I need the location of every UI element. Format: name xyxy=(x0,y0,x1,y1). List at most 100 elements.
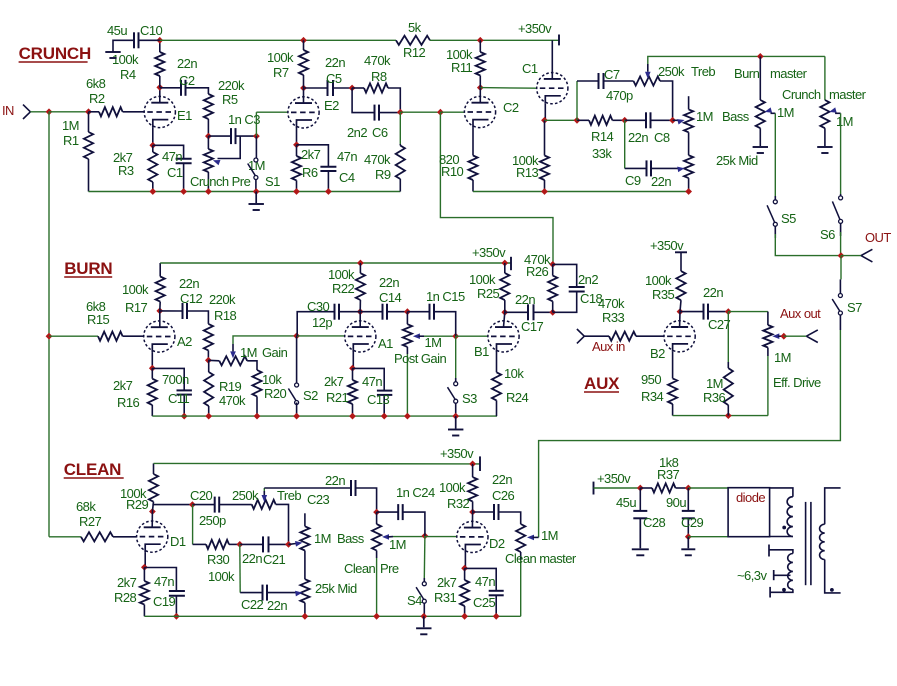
svg-text:1M: 1M xyxy=(706,376,723,391)
svg-text:C19: C19 xyxy=(153,594,176,609)
svg-text:R29: R29 xyxy=(126,497,149,512)
svg-text:22n: 22n xyxy=(515,292,535,307)
svg-text:2n2: 2n2 xyxy=(347,125,367,140)
svg-text:22n: 22n xyxy=(379,275,399,290)
svg-text:470k: 470k xyxy=(524,252,551,267)
svg-text:Bass: Bass xyxy=(722,109,750,124)
svg-text:47n: 47n xyxy=(162,149,182,164)
svg-text:S5: S5 xyxy=(781,211,796,226)
svg-text:100k: 100k xyxy=(645,273,672,288)
svg-text:470k: 470k xyxy=(219,393,246,408)
svg-text:R14: R14 xyxy=(591,129,614,144)
svg-text:1M: 1M xyxy=(62,118,79,133)
svg-text:R28: R28 xyxy=(114,590,137,605)
svg-text:C29: C29 xyxy=(681,515,704,530)
svg-text:Gain: Gain xyxy=(262,345,288,360)
svg-text:47n: 47n xyxy=(337,149,357,164)
svg-text:C10: C10 xyxy=(140,23,163,38)
svg-text:R13: R13 xyxy=(516,165,539,180)
svg-text:S6: S6 xyxy=(820,227,835,242)
svg-text:R16: R16 xyxy=(117,395,140,410)
svg-text:90u: 90u xyxy=(666,495,686,510)
svg-text:R11: R11 xyxy=(451,60,473,75)
svg-text:R6: R6 xyxy=(302,165,318,180)
svg-text:22n: 22n xyxy=(628,130,648,145)
svg-text:1M: 1M xyxy=(389,537,406,552)
svg-text:22n: 22n xyxy=(703,285,723,300)
svg-text:S7: S7 xyxy=(847,300,862,315)
svg-text:1M: 1M xyxy=(240,345,257,360)
svg-text:1M: 1M xyxy=(774,350,791,365)
svg-text:S2: S2 xyxy=(303,388,318,403)
svg-text:Treb: Treb xyxy=(277,488,301,503)
svg-text:220k: 220k xyxy=(209,292,236,307)
svg-text:B2: B2 xyxy=(650,346,665,361)
svg-text:820: 820 xyxy=(439,152,459,167)
svg-text:Crunch: Crunch xyxy=(782,87,821,102)
svg-text:1n C24: 1n C24 xyxy=(396,485,435,500)
svg-text:R26: R26 xyxy=(526,264,549,279)
svg-text:R12: R12 xyxy=(403,45,426,60)
svg-text:D1: D1 xyxy=(170,534,186,549)
svg-text:OUT: OUT xyxy=(865,230,891,245)
svg-text:R3: R3 xyxy=(118,163,134,178)
svg-text:R31: R31 xyxy=(434,590,457,605)
svg-text:470k: 470k xyxy=(364,53,391,68)
svg-text:Post Gain: Post Gain xyxy=(394,351,446,366)
svg-text:R30: R30 xyxy=(207,552,230,567)
svg-text:Aux out: Aux out xyxy=(780,306,821,321)
svg-text:470k: 470k xyxy=(598,296,625,311)
svg-text:C18: C18 xyxy=(580,291,603,306)
svg-text:C1: C1 xyxy=(522,61,538,76)
svg-text:Crunch Pre: Crunch Pre xyxy=(190,174,251,189)
svg-text:R35: R35 xyxy=(652,287,675,302)
svg-text:C5: C5 xyxy=(326,71,342,86)
svg-text:C7: C7 xyxy=(604,67,620,82)
svg-text:R7: R7 xyxy=(273,65,289,80)
svg-text:22n: 22n xyxy=(179,276,199,291)
svg-text:1M: 1M xyxy=(425,335,442,350)
svg-text:47n: 47n xyxy=(154,574,174,589)
svg-text:C11: C11 xyxy=(168,391,190,406)
svg-text:R4: R4 xyxy=(120,67,136,82)
svg-text:1M: 1M xyxy=(836,114,853,129)
svg-text:D2: D2 xyxy=(489,536,505,551)
svg-text:C4: C4 xyxy=(339,170,355,185)
svg-text:master: master xyxy=(829,87,867,102)
svg-text:1M: 1M xyxy=(696,109,713,124)
svg-text:250k: 250k xyxy=(232,488,259,503)
svg-text:6k8: 6k8 xyxy=(86,76,106,91)
svg-text:100k: 100k xyxy=(469,272,496,287)
svg-text:R20: R20 xyxy=(264,386,287,401)
svg-text:1M: 1M xyxy=(314,531,331,546)
svg-text:R9: R9 xyxy=(375,167,391,182)
svg-text:6k8: 6k8 xyxy=(86,299,106,314)
svg-text:45u: 45u xyxy=(107,23,127,38)
svg-text:1k8: 1k8 xyxy=(659,455,679,470)
svg-text:22n: 22n xyxy=(177,56,197,71)
svg-text:diode: diode xyxy=(736,490,765,505)
svg-text:2k7: 2k7 xyxy=(113,150,133,165)
svg-text:C30: C30 xyxy=(307,299,330,314)
svg-text:22n: 22n xyxy=(325,55,345,70)
svg-text:C2: C2 xyxy=(179,73,195,88)
svg-text:5k: 5k xyxy=(408,20,422,35)
svg-text:C17: C17 xyxy=(521,319,544,334)
svg-text:C9: C9 xyxy=(625,173,641,188)
svg-text:250p: 250p xyxy=(199,513,226,528)
svg-text:C13: C13 xyxy=(367,392,390,407)
svg-text:250k: 250k xyxy=(658,64,685,79)
svg-text:R1: R1 xyxy=(63,133,79,148)
svg-text:2k7: 2k7 xyxy=(324,374,344,389)
svg-text:C8: C8 xyxy=(654,130,670,145)
svg-text:700n: 700n xyxy=(162,372,189,387)
svg-text:+350v: +350v xyxy=(650,238,684,253)
svg-text:45u: 45u xyxy=(616,495,636,510)
svg-text:R36: R36 xyxy=(703,390,726,405)
svg-text:S1: S1 xyxy=(265,174,280,189)
svg-text:2n2: 2n2 xyxy=(578,272,598,287)
svg-text:C6: C6 xyxy=(372,125,388,140)
svg-text:C22: C22 xyxy=(241,597,264,612)
svg-text:R10: R10 xyxy=(441,164,464,179)
svg-text:R5: R5 xyxy=(222,92,238,107)
